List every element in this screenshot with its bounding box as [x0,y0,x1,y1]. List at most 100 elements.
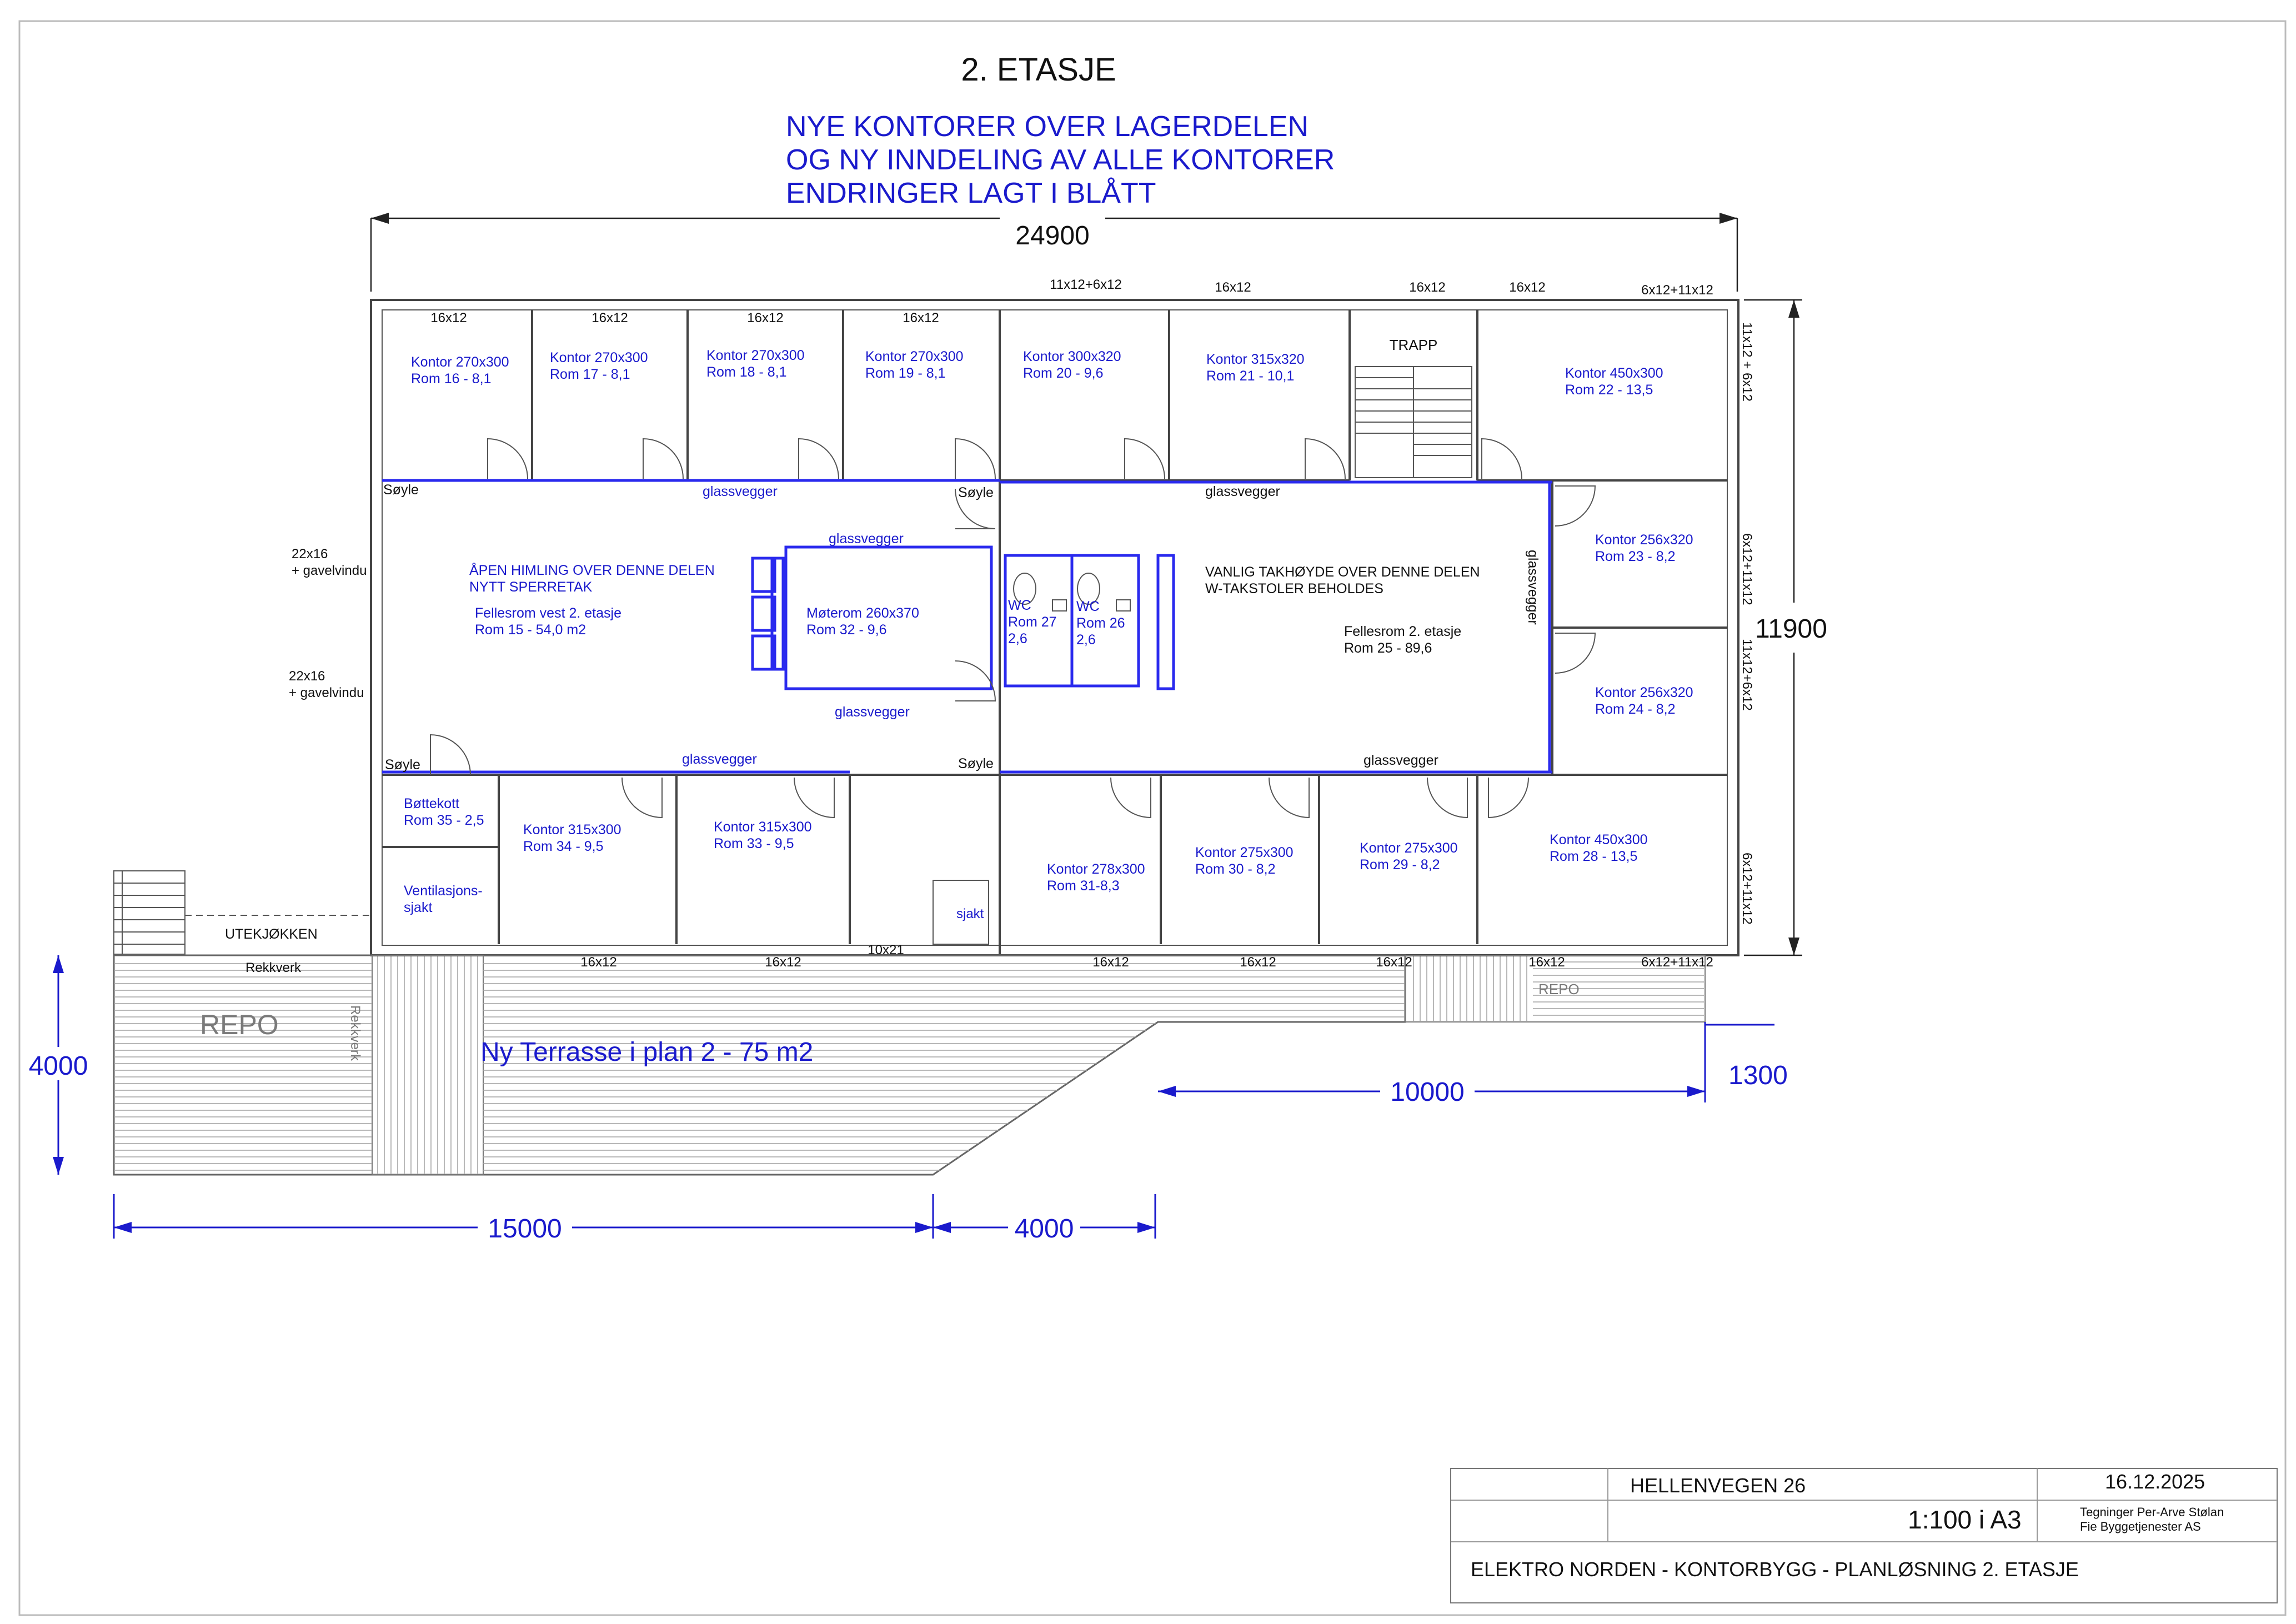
room-35-name: Bøttekott [404,796,459,811]
gable-window-note: + gavelvindu [289,685,364,700]
dimension-total-depth-label: 11900 [1755,614,1827,644]
room-32-number: Rom 32 - 9,6 [806,622,887,638]
room-15-number: Rom 15 - 54,0 m2 [475,622,586,638]
dimension-repo-depth: 1300 [1704,1022,1788,1090]
room-19-number: Rom 19 - 8,1 [865,365,946,381]
room-labels: Kontor 270x300 Rom 16 - 8,1 Kontor 270x3… [404,337,1693,921]
window-label: 16x12 [1409,280,1445,295]
note-line-2: OG NY INNDELING AV ALLE KONTORER [786,144,1335,176]
room-27-area: 2,6 [1008,631,1027,646]
dimension-total-depth: 11900 [1744,299,1827,956]
room-22-name: Kontor 450x300 [1565,365,1663,381]
shaft-label: sjakt [956,906,984,921]
glass-wall-label: glassvegger [1205,484,1280,499]
window-label: 16x12 [1528,955,1565,970]
window-label: 16x12 [1215,280,1251,295]
title-block-company: Fie Byggetjenester AS [2080,1520,2201,1533]
room-33-name: Kontor 315x300 [714,819,812,835]
sheet-border [18,20,2287,1616]
glass-wall-label: glassvegger [829,531,904,547]
title-block-scale: 1:100 i A3 [1908,1505,2022,1534]
window-label: 16x12 [1376,955,1412,970]
room-26-name: WC [1076,599,1100,614]
plan-notes: ÅPEN HIMLING OVER DENNE DELEN NYTT SPERR… [469,562,1480,1067]
outdoor-labels: UTEKJØKKEN Rekkverk Rekkverk REPO REPO [200,926,1580,1061]
room-20-name: Kontor 300x320 [1023,349,1121,364]
title-block-date: 16.12.2025 [2105,1470,2205,1493]
room-24-name: Kontor 256x320 [1595,685,1693,700]
dimension-terrace-width-main-label: 15000 [488,1214,562,1244]
room-27-name: WC [1008,598,1031,613]
terrace-note: Ny Terrasse i plan 2 - 75 m2 [480,1037,813,1067]
dimension-terrace-depth-label: 4000 [29,1051,88,1081]
room-17-number: Rom 17 - 8,1 [550,367,630,382]
window-label: 16x12 [1092,955,1129,970]
wc-block [1004,554,1140,688]
room-19-name: Kontor 270x300 [865,349,964,364]
ventilation-shaft-label-1: Ventilasjons- [404,883,483,899]
window-label: 11x12 + 6x12 [1739,322,1754,402]
room-15-name: Fellesrom vest 2. etasje [475,605,621,621]
window-label: 11x12+6x12 [1050,277,1122,292]
title-block: HELLENVEGEN 26 16.12.2025 1:100 i A3 Teg… [1450,1468,2278,1603]
title-block-drawn-by: Tegninger Per-Arve Stølan [2080,1505,2224,1519]
title-block-project: ELEKTRO NORDEN - KONTORBYGG - PLANLØSNIN… [1471,1558,2079,1581]
window-label: 16x12 [747,310,783,325]
door-label: 10x21 [868,943,904,958]
room-18-name: Kontor 270x300 [706,348,805,363]
glass-wall-label: glassvegger [1525,550,1541,625]
room-22-number: Rom 22 - 13,5 [1565,382,1653,398]
room-35-number: Rom 35 - 2,5 [404,813,484,828]
room-30-name: Kontor 275x300 [1195,845,1294,860]
glass-wall-label: glassvegger [835,704,910,720]
repo-right-deck [1405,955,1706,1022]
window-labels-right: 11x12 + 6x12 6x12+11x12 11x12+6x12 6x12+… [1739,322,1754,925]
room-33-number: Rom 33 - 9,5 [714,836,794,851]
glass-wall-label: glassvegger [682,751,757,767]
dimension-repo-width: 10000 [1158,1025,1706,1107]
window-label: 6x12+11x12 [1641,283,1713,298]
gable-window-note: + gavelvindu [292,563,367,578]
open-ceiling-note-2: NYTT SPERRETAK [469,579,593,595]
outdoor-stair-left [113,870,371,955]
dimension-terrace-width-slope-label: 4000 [1015,1214,1074,1244]
column-label: Søyle [385,757,420,773]
ventilation-shaft-label-2: sjakt [404,900,432,915]
gable-window-size: 22x16 [292,547,328,562]
room-20-number: Rom 20 - 9,6 [1023,365,1104,381]
window-label: 6x12+11x12 [1739,533,1754,605]
room-31-name: Kontor 278x300 [1047,861,1145,877]
column-label: Søyle [383,482,419,498]
open-ceiling-note-1: ÅPEN HIMLING OVER DENNE DELEN [469,562,715,578]
dimension-terrace-depth: 4000 [29,955,88,1175]
window-label: 16x12 [591,310,628,325]
window-label: 16x12 [903,310,939,325]
normal-height-note-2: W-TAKSTOLER BEHOLDES [1205,581,1383,597]
room-16-name: Kontor 270x300 [411,354,509,370]
doors-top-row [487,438,1596,674]
room-34-name: Kontor 315x300 [523,822,621,838]
glass-wall-label: glassvegger [1363,753,1438,768]
room-26-area: 2,6 [1076,632,1096,648]
normal-height-note-1: VANLIG TAKHØYDE OVER DENNE DELEN [1205,564,1480,580]
window-label: 16x12 [1509,280,1545,295]
window-label: 6x12+11x12 [1641,955,1713,970]
room-34-number: Rom 34 - 9,5 [523,839,604,854]
glass-wall-labels: glassvegger glassvegger glassvegger glas… [682,484,1541,768]
room-18-number: Rom 18 - 8,1 [706,364,787,380]
room-29-name: Kontor 275x300 [1360,840,1458,856]
room-17-name: Kontor 270x300 [550,350,648,365]
drawing-title: 2. ETASJE [961,52,1116,88]
room-23-name: Kontor 256x320 [1595,532,1693,548]
dimension-repo-width-label: 10000 [1390,1077,1464,1107]
room-24-number: Rom 24 - 8,2 [1595,701,1676,717]
outdoor-kitchen-label: UTEKJØKKEN [225,926,318,942]
room-21-number: Rom 21 - 10,1 [1206,368,1294,384]
dimension-terrace-width-slope: 4000 [933,1194,1156,1244]
window-labels-bottom: 16x12 16x12 16x12 16x12 16x12 16x12 6x12… [580,943,1713,970]
stair [1355,366,1472,478]
room-31-number: Rom 31-8,3 [1047,878,1120,894]
column-labels: Søyle Søyle Søyle Søyle [383,482,994,773]
room-28-number: Rom 28 - 13,5 [1550,849,1637,864]
doors-bottom-row [430,488,1529,819]
